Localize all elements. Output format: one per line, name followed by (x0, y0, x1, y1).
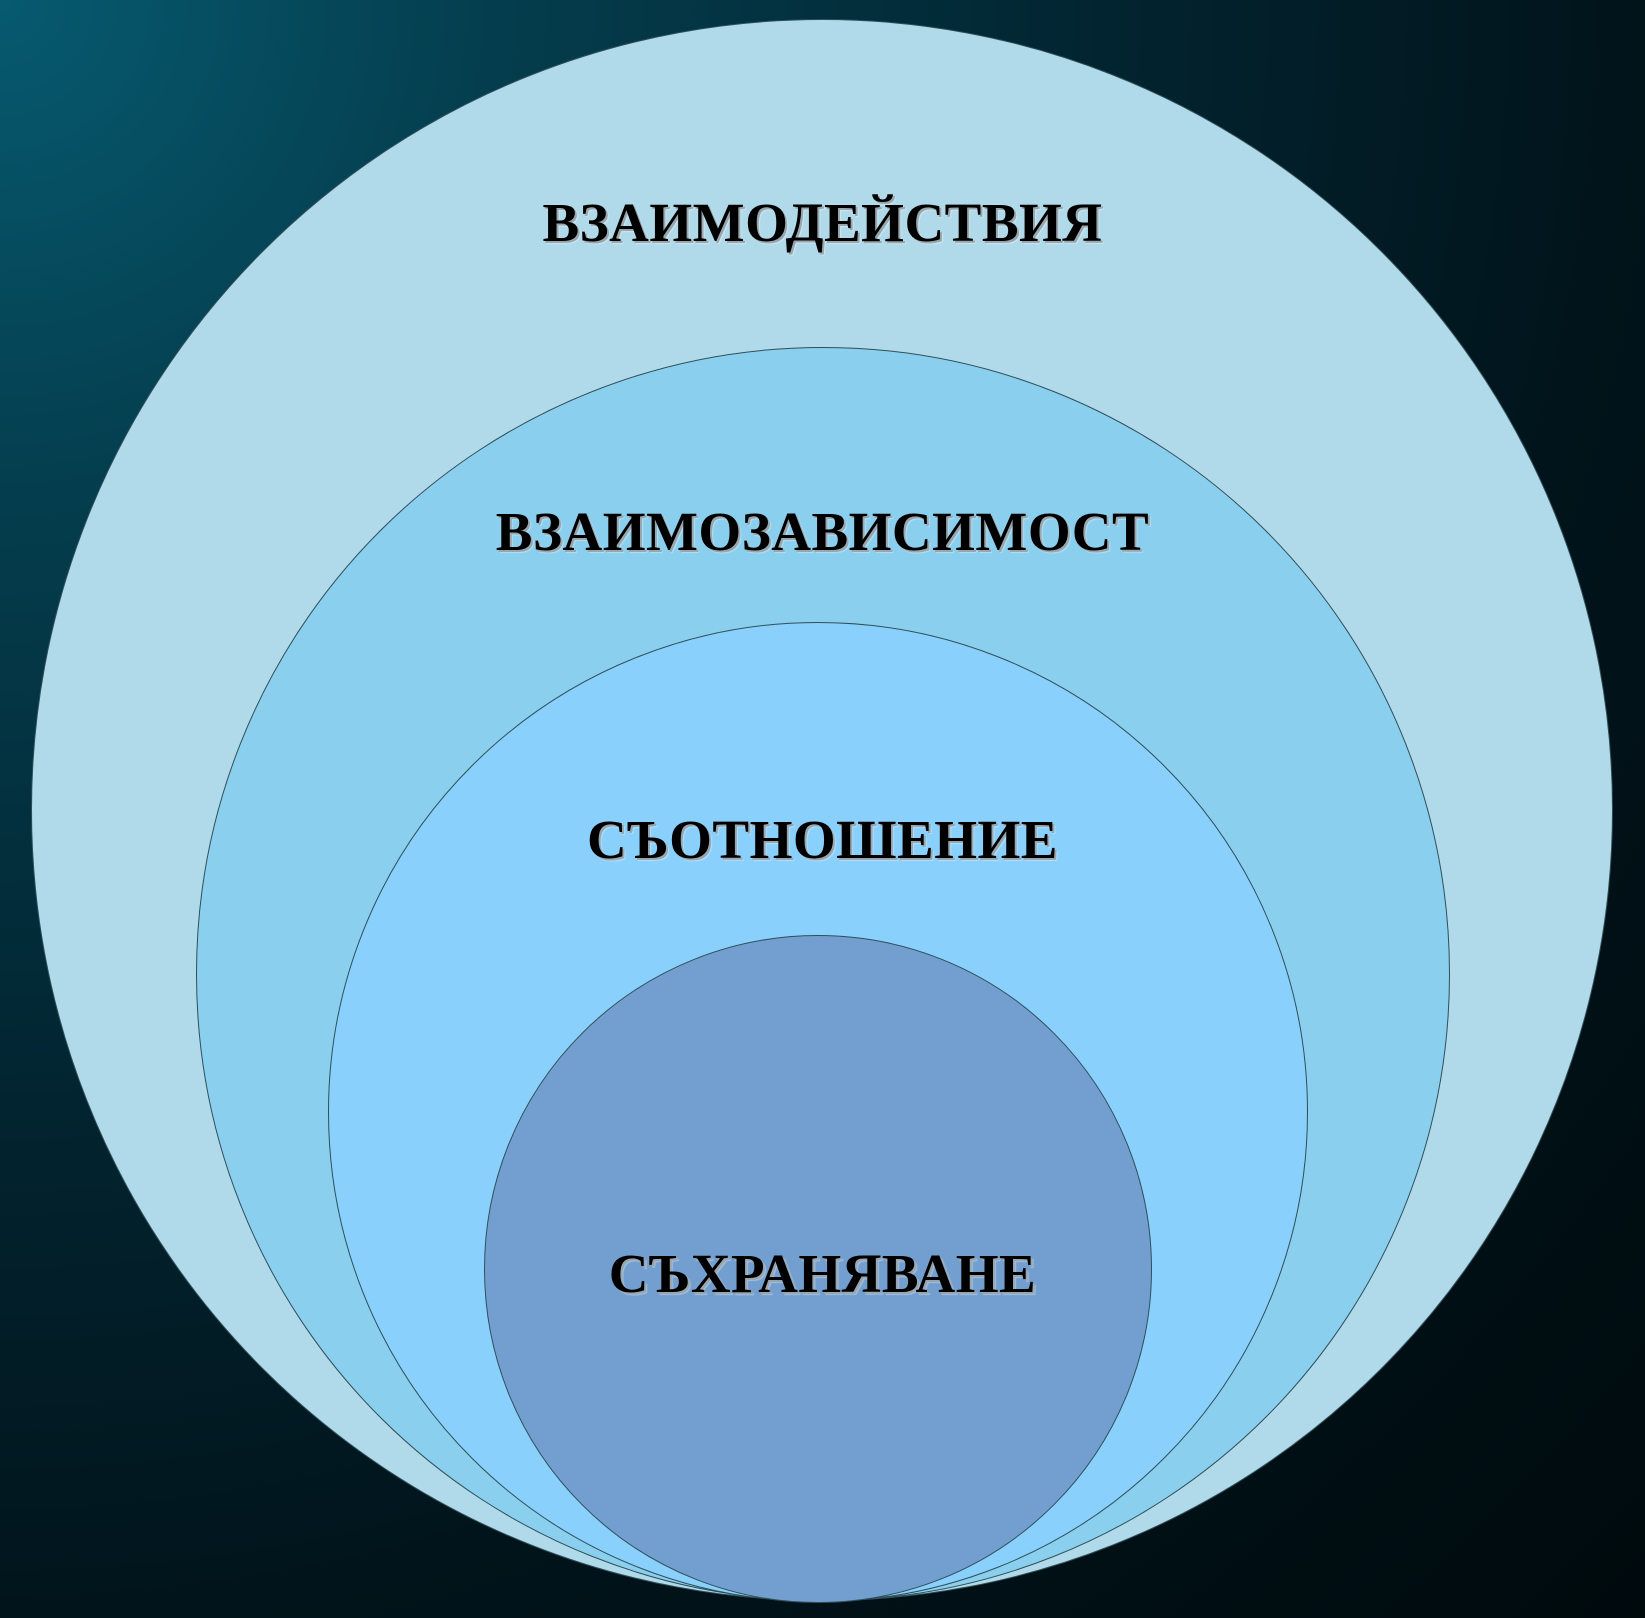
label-relationship: СЪОТНОШЕНИЕ (587, 809, 1058, 870)
label-preservation: СЪХРАНЯВАНЕ (608, 1243, 1037, 1304)
inner-circle-preservation (484, 935, 1152, 1603)
label-interdependence: ВЗАИМОЗАВИСИМОСТ (495, 501, 1150, 562)
label-interactions: ВЗАИМОДЕЙСТВИЯ (542, 192, 1103, 253)
